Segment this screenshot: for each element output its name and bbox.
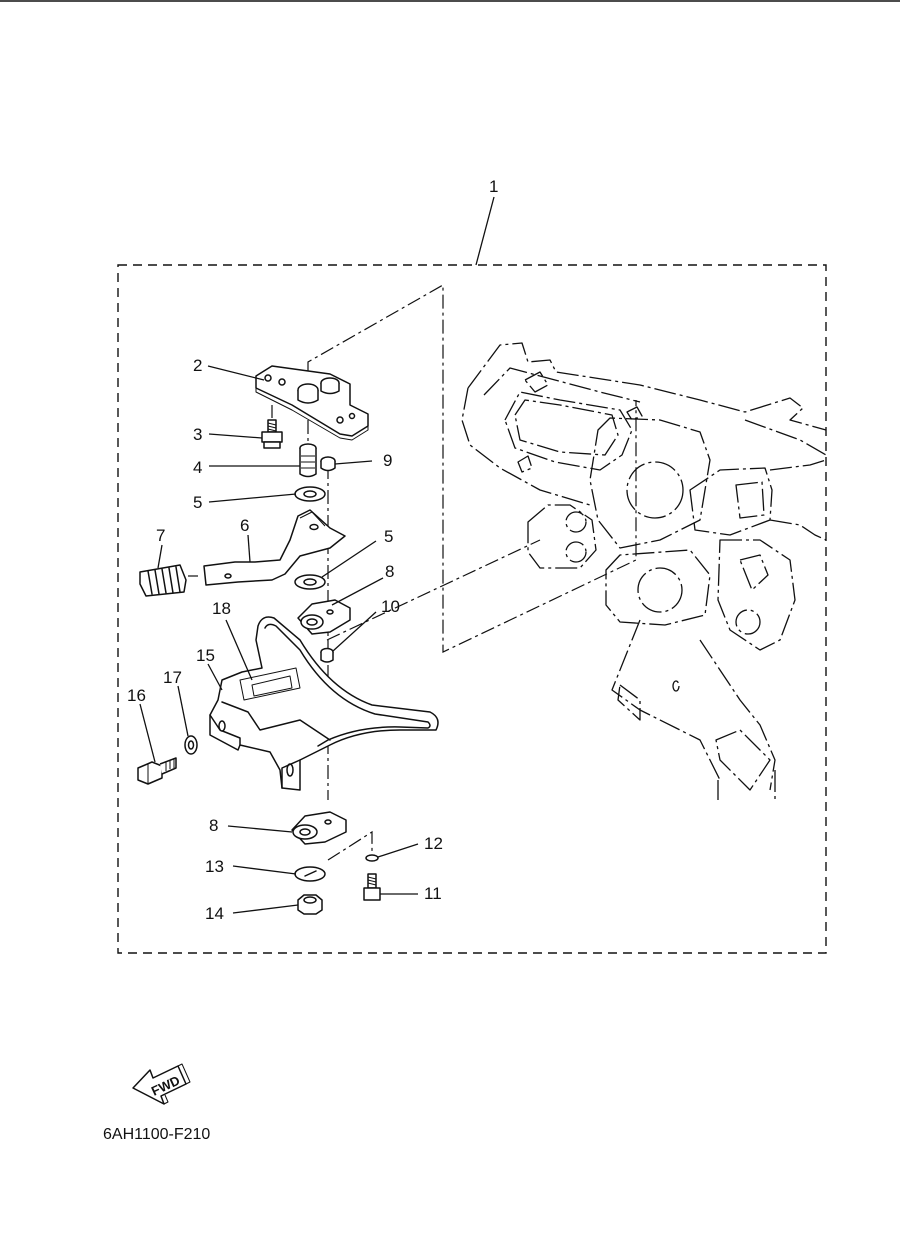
part-6-lever xyxy=(203,509,346,586)
callout-4: 4 xyxy=(193,458,202,477)
part-11-screw xyxy=(363,873,381,901)
callout-3: 3 xyxy=(193,425,202,444)
part-4-collar xyxy=(299,443,317,478)
part-15-18-bracket xyxy=(209,616,439,791)
callout-8-upper: 8 xyxy=(385,562,394,581)
callout-17: 17 xyxy=(163,668,182,687)
part-3-bolt xyxy=(261,419,283,449)
callout-6: 6 xyxy=(240,516,249,535)
callout-5-lower: 5 xyxy=(384,527,393,546)
part-14-nut xyxy=(297,894,323,915)
callout-15: 15 xyxy=(196,646,215,665)
callout-18: 18 xyxy=(212,599,231,618)
assembly-boundary xyxy=(117,264,827,954)
part-5-washer-lower xyxy=(294,574,326,590)
callout-5-upper: 5 xyxy=(193,493,202,512)
part-8-cam-lower xyxy=(291,811,347,845)
callout-16: 16 xyxy=(127,686,146,705)
callout-1: 1 xyxy=(489,177,498,196)
part-17-washer xyxy=(184,735,198,755)
part-12-washer xyxy=(365,854,379,862)
callout-13: 13 xyxy=(205,857,224,876)
engine-bracket-phantom xyxy=(461,342,827,800)
callout-12: 12 xyxy=(424,834,443,853)
part-16-bolt xyxy=(137,757,177,785)
part-2-plate xyxy=(255,365,369,441)
leader-lines xyxy=(139,196,495,914)
part-13-washer xyxy=(294,866,326,882)
part-9-bushing xyxy=(320,456,336,472)
callout-9: 9 xyxy=(383,451,392,470)
fwd-arrow-icon: FWD xyxy=(132,1063,191,1105)
callout-7: 7 xyxy=(156,526,165,545)
callout-2: 2 xyxy=(193,356,202,375)
part-10-collar xyxy=(320,647,334,663)
fwd-label: FWD xyxy=(149,1073,182,1099)
part-5-washer-top xyxy=(294,486,326,502)
part-7-grip xyxy=(139,564,187,597)
callout-14: 14 xyxy=(205,904,224,923)
part-8-cam-upper xyxy=(297,599,351,635)
diagram-code: 6AH1100-F210 xyxy=(103,1126,210,1143)
callout-11: 11 xyxy=(424,884,442,903)
callout-8-lower: 8 xyxy=(209,816,218,835)
callouts: 1 2 3 4 5 6 7 5 8 10 9 18 15 17 16 8 12 … xyxy=(127,177,498,923)
callout-10: 10 xyxy=(381,597,400,616)
